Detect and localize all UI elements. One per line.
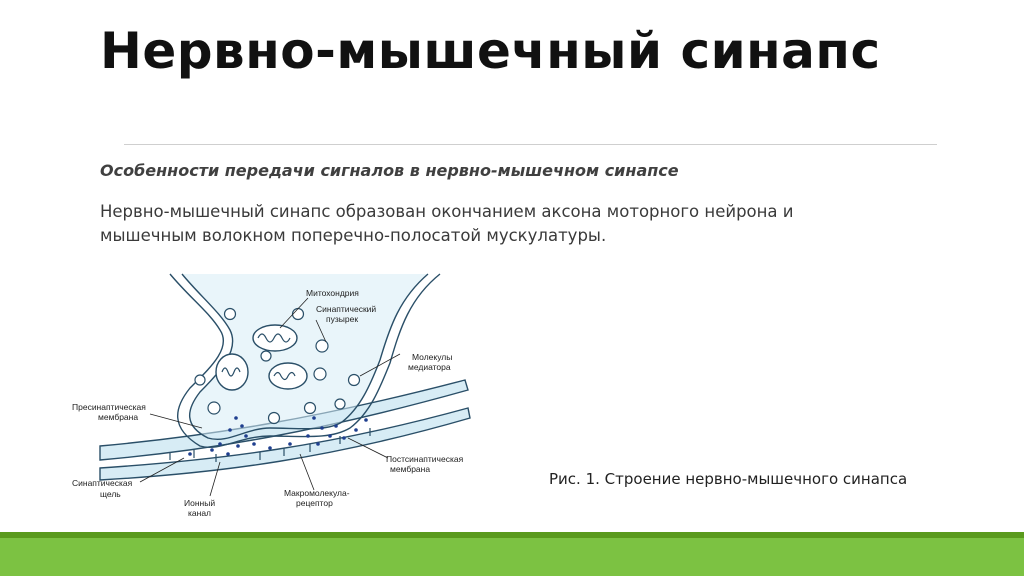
label-channel-2: канал (188, 508, 211, 518)
axon-terminal-inner (181, 273, 429, 440)
label-cleft-1: Синаптическая (72, 478, 133, 488)
slide-title: Нервно-мышечный синапс (100, 22, 881, 80)
footer-accent-band (0, 538, 1024, 576)
label-presyn-2: мембрана (98, 412, 138, 422)
label-vesicle-1: Синаптический (316, 304, 376, 314)
slide-body-text: Нервно-мышечный синапс образован окончан… (100, 202, 794, 245)
synapse-diagram: Митохондрия Синаптический пузырек Молеку… (72, 273, 471, 518)
mitochondria-group (215, 324, 308, 391)
footer-accent-stripe (0, 532, 1024, 538)
label-presyn-1: Пресинаптическая (72, 402, 146, 412)
label-channel-1: Ионный (184, 498, 215, 508)
synaptic-vesicles (194, 307, 361, 425)
muscle-fiber-lower-band (99, 407, 471, 481)
label-mitochondria: Митохондрия (306, 288, 359, 298)
label-mediator-2: медиатора (408, 362, 451, 372)
label-postsyn-1: Постсинаптическая (386, 454, 464, 464)
axon-terminal-outer (169, 273, 441, 448)
title-divider (124, 144, 937, 145)
slide-subtitle: Особенности передачи сигналов в нервно-м… (100, 161, 679, 180)
label-postsyn-2: мембрана (390, 464, 430, 474)
label-mediator-1: Молекулы (412, 352, 452, 362)
ion-channels (169, 428, 371, 462)
label-vesicle-2: пузырек (326, 314, 358, 324)
label-receptor-2: рецептор (296, 498, 333, 508)
label-cleft-2: щель (100, 489, 121, 499)
figure-caption: Рис. 1. Строение нервно-мышечного синапс… (549, 470, 908, 488)
mediator-molecules (188, 416, 368, 456)
label-receptor-1: Макромолекула- (284, 488, 350, 498)
